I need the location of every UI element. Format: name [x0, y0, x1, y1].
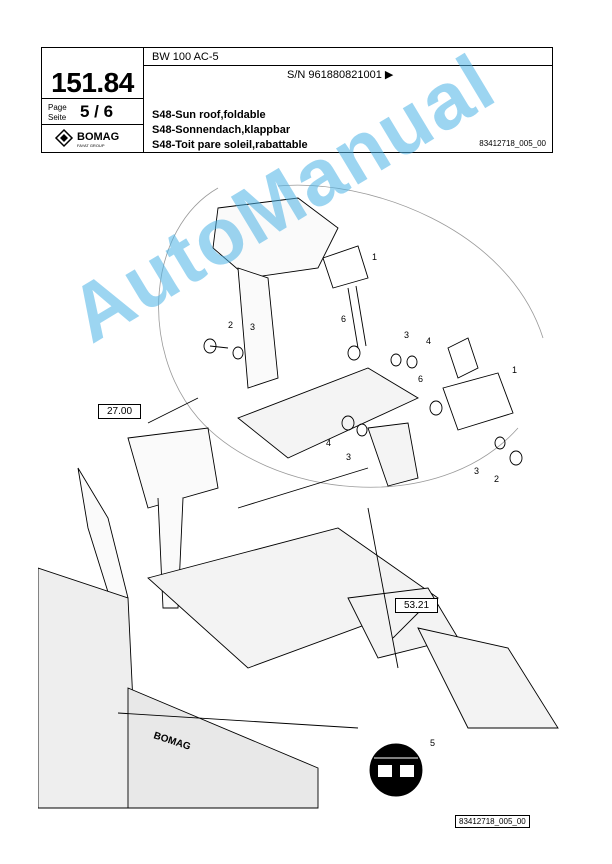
spacer — [429, 400, 443, 416]
footer-document-id: 83412718_005_00 — [455, 815, 530, 828]
header-divider — [143, 48, 144, 152]
svg-text:FAYAT GROUP: FAYAT GROUP — [77, 143, 105, 148]
serial-number: S/N 961880821001 ▶ — [287, 69, 394, 81]
header-divider — [42, 124, 143, 125]
title-en: S48-Sun roof,foldable — [152, 109, 266, 121]
mounting-plate — [237, 367, 419, 459]
washer — [390, 353, 402, 367]
svg-text:BOMAG: BOMAG — [77, 131, 119, 143]
svg-text:3: 3 — [474, 466, 479, 476]
bomag-logo-icon: BOMAG FAYAT GROUP — [54, 128, 119, 148]
spacer — [347, 345, 361, 361]
belt-retractor — [442, 372, 514, 431]
bolt — [203, 338, 217, 354]
bolt — [509, 450, 523, 466]
svg-text:3: 3 — [346, 452, 351, 462]
callout-labels: 1 2 3 6 3 4 6 1 4 3 3 2 5 — [228, 252, 517, 748]
washer — [494, 436, 506, 450]
reference-box-53: 53.21 — [395, 598, 439, 613]
reference-box-27: 27.00 — [98, 404, 142, 419]
svg-text:4: 4 — [326, 438, 331, 448]
nut — [356, 423, 368, 437]
header-box: BW 100 AC-5 S/N 961880821001 ▶ 151.84 Pa… — [41, 47, 553, 153]
svg-text:4: 4 — [426, 336, 431, 346]
title-de: S48-Sonnendach,klappbar — [152, 124, 291, 136]
svg-text:1: 1 — [512, 365, 517, 375]
belt-buckle — [322, 245, 369, 289]
svg-text:2: 2 — [228, 320, 233, 330]
svg-text:2: 2 — [494, 474, 499, 484]
bomag-logo: BOMAG FAYAT GROUP — [48, 128, 138, 150]
svg-text:3: 3 — [404, 330, 409, 340]
svg-text:5: 5 — [430, 738, 435, 748]
seat-belt-symbol-icon — [369, 743, 423, 797]
svg-text:1: 1 — [372, 252, 377, 262]
header-divider — [42, 98, 143, 99]
model-name: BW 100 AC-5 — [152, 51, 219, 63]
document-id: 83412718_005_00 — [479, 139, 546, 148]
page-label: Page Seite — [48, 103, 67, 122]
svg-text:6: 6 — [341, 314, 346, 324]
svg-text:6: 6 — [418, 374, 423, 384]
header-divider — [143, 65, 552, 66]
page-count: 5 / 6 — [80, 102, 114, 121]
page-number: 151.84 — [51, 67, 134, 98]
svg-text:3: 3 — [250, 322, 255, 332]
spacer — [341, 415, 355, 431]
seat-cushion — [127, 427, 219, 509]
section-titles: S48-Sun roof,foldable S48-Sonnendach,kla… — [152, 108, 308, 153]
exploded-diagram: 1 2 3 6 3 4 6 1 4 3 3 2 5 BOMAG — [38, 184, 559, 809]
washer — [232, 346, 244, 360]
nut — [406, 355, 418, 369]
control-panel — [38, 567, 139, 809]
seat-back — [212, 197, 339, 279]
title-fr: S48-Toit pare soleil,rabattable — [152, 139, 308, 151]
